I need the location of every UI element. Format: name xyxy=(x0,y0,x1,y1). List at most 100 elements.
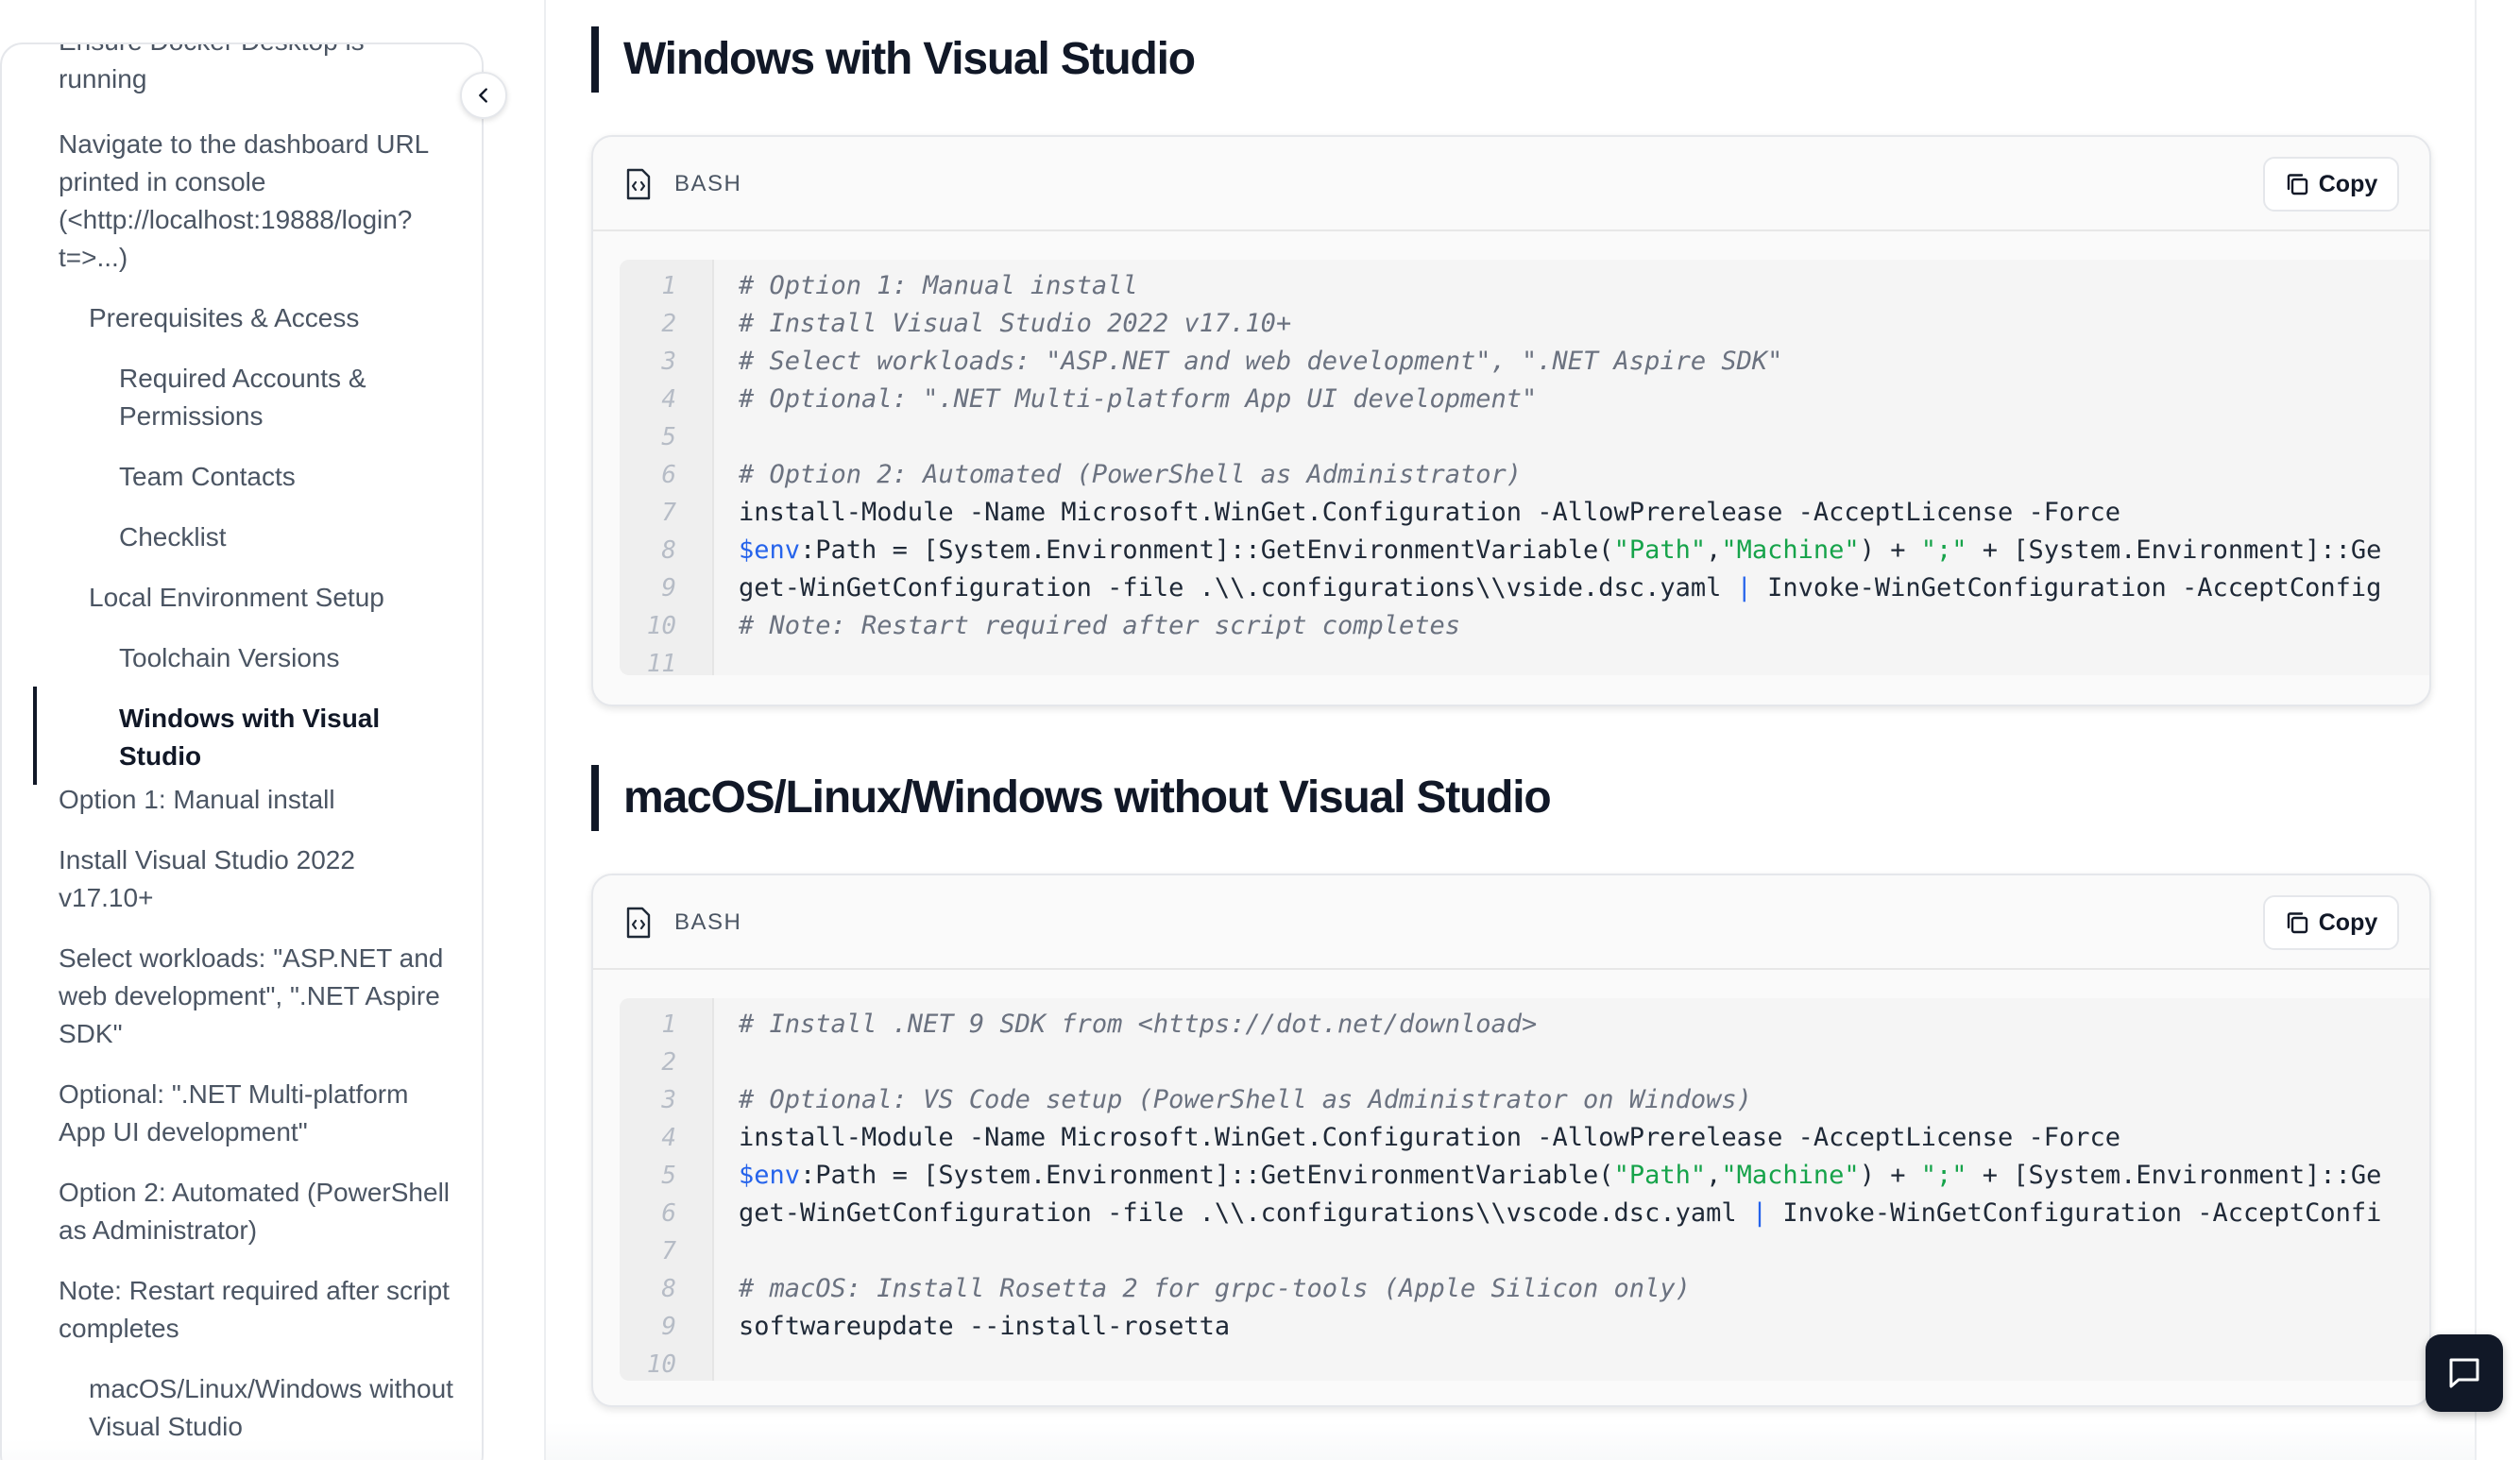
code-line: 1 # Install .NET 9 SDK from <https://dot.… xyxy=(620,1006,2429,1044)
line-number: 10 xyxy=(646,1350,676,1379)
toc-item[interactable]: Optional: ".NET Multi-platform App UI de… xyxy=(59,1079,409,1146)
code-block-macos-linux: BASH Copy 1 # Install .NET 9 SDK from <ht… xyxy=(591,874,2431,1407)
code-line: 1# Option 1: Manual install xyxy=(620,267,2429,305)
code-text: # Option 2: Automated (PowerShell as Adm… xyxy=(739,460,1523,489)
code-line: 7 install-Module -Name Microsoft.WinGet.C… xyxy=(620,494,2429,532)
toc-item[interactable]: Prerequisites & Access xyxy=(89,303,360,332)
code-text: install-Module -Name Microsoft.WinGet.Co… xyxy=(739,498,2120,527)
line-number: 6 xyxy=(661,461,676,489)
content-bottom-fade xyxy=(546,1422,2475,1460)
code-line: 8 # macOS: Install Rosetta 2 for grpc-too… xyxy=(620,1270,2429,1308)
code-text: install-Module -Name Microsoft.WinGet.Co… xyxy=(739,1123,2120,1152)
code-line: 2 xyxy=(620,1044,2429,1081)
code-text: softwareupdate --install-rosetta xyxy=(739,1312,1231,1341)
line-number-gutter xyxy=(620,260,714,675)
copy-button[interactable]: Copy xyxy=(2263,157,2399,212)
code-line: 5 $env:Path = [System.Environment]::GetEn… xyxy=(620,1157,2429,1195)
toc-item[interactable]: Windows with Visual Studio xyxy=(119,704,381,771)
sidebar-divider xyxy=(544,0,546,1460)
code-line: 4 install-Module -Name Microsoft.WinGet.C… xyxy=(620,1119,2429,1157)
code-line: 7 xyxy=(620,1232,2429,1270)
toc-item[interactable]: Note: Restart required after script comp… xyxy=(59,1276,450,1343)
code-text: get-WinGetConfiguration -file .\\.config… xyxy=(739,573,2382,603)
file-code-icon xyxy=(626,907,651,939)
language-label: BASH xyxy=(674,909,742,935)
line-number: 2 xyxy=(661,1048,676,1077)
toc-item[interactable]: Install Visual Studio 2022 v17.10+ xyxy=(59,845,355,912)
code-line: 9 softwareupdate --install-rosetta xyxy=(620,1308,2429,1346)
code-text: # Install Visual Studio 2022 v17.10+ xyxy=(739,309,1292,338)
file-code-icon xyxy=(626,168,651,200)
toc-item[interactable]: Toolchain Versions xyxy=(119,643,340,672)
line-number: 5 xyxy=(661,423,676,451)
code-text: $env:Path = [System.Environment]::GetEnv… xyxy=(739,1161,2382,1190)
active-indicator xyxy=(33,687,37,785)
toc-item[interactable]: Local Environment Setup xyxy=(89,583,384,612)
code-line: 11 xyxy=(620,645,2429,675)
code-text: # Select workloads: "ASP.NET and web dev… xyxy=(739,347,1783,376)
code-line: 4 # Optional: ".NET Multi-platform App UI… xyxy=(620,381,2429,418)
line-number: 10 xyxy=(646,612,676,640)
code-line: 6 get-WinGetConfiguration -file .\\.confi… xyxy=(620,1195,2429,1232)
line-number: 8 xyxy=(661,536,676,565)
toc-item[interactable]: Checklist xyxy=(119,522,227,552)
code-line: 10 xyxy=(620,1346,2429,1381)
line-number: 3 xyxy=(661,348,676,376)
line-number: 9 xyxy=(661,1313,676,1341)
collapse-sidebar-button[interactable] xyxy=(460,72,507,119)
section-title-windows: Windows with Visual Studio xyxy=(591,26,1196,93)
toc-item[interactable]: Option 1: Manual install xyxy=(59,785,335,814)
code-line: 3 # Select workloads: "ASP.NET and web de… xyxy=(620,343,2429,381)
copy-label: Copy xyxy=(2318,170,2378,197)
sidebar-fade xyxy=(2,1438,482,1460)
line-number-gutter xyxy=(620,998,714,1381)
copy-icon xyxy=(2287,174,2307,195)
chevron-left-icon xyxy=(479,88,487,103)
code-line: 10 # Note: Restart required after script … xyxy=(620,607,2429,645)
code-line: 8 $env:Path = [System.Environment]::GetEn… xyxy=(620,532,2429,569)
toc-item[interactable]: Option 2: Automated (PowerShell as Admin… xyxy=(59,1178,451,1245)
copy-icon xyxy=(2287,912,2307,934)
code-text: $env:Path = [System.Environment]::GetEnv… xyxy=(739,535,2382,565)
code-text: get-WinGetConfiguration -file .\\.config… xyxy=(739,1198,2382,1228)
line-number: 6 xyxy=(661,1199,676,1228)
line-number: 1 xyxy=(661,1010,676,1039)
code-line: 3 # Optional: VS Code setup (PowerShell a… xyxy=(620,1081,2429,1119)
code-text: # macOS: Install Rosetta 2 for grpc-tool… xyxy=(739,1274,1691,1303)
code-line: 5 xyxy=(620,418,2429,456)
copy-label: Copy xyxy=(2318,908,2378,936)
line-number: 4 xyxy=(661,385,676,414)
copy-button[interactable]: Copy xyxy=(2263,895,2399,950)
content-right-border xyxy=(2475,0,2477,1460)
toc-item[interactable]: macOS/Linux/Windows without Visual Studi… xyxy=(89,1374,453,1441)
line-number: 11 xyxy=(646,650,676,675)
chat-button[interactable] xyxy=(2426,1334,2503,1412)
line-number: 1 xyxy=(661,272,676,300)
line-number: 7 xyxy=(661,1237,676,1265)
toc-item[interactable]: Select workloads: "ASP.NET and web devel… xyxy=(59,943,444,1048)
line-number: 5 xyxy=(661,1162,676,1190)
line-number: 4 xyxy=(661,1124,676,1152)
code-text: # Optional: ".NET Multi-platform App UI … xyxy=(739,384,1538,414)
code-line: 9 get-WinGetConfiguration -file .\\.confi… xyxy=(620,569,2429,607)
code-text: # Note: Restart required after script co… xyxy=(739,611,1461,640)
code-line: 6 # Option 2: Automated (PowerShell as Ad… xyxy=(620,456,2429,494)
toc-item[interactable]: Ensure Docker Desktop is running xyxy=(59,44,365,93)
code-line: 2# Install Visual Studio 2022 v17.10+ xyxy=(620,305,2429,343)
code-text: # Install .NET 9 SDK from <https://dot.n… xyxy=(739,1010,1538,1039)
chat-icon xyxy=(2449,1358,2479,1388)
toc-item[interactable]: Team Contacts xyxy=(119,462,296,491)
code-content[interactable]: 1 # Install .NET 9 SDK from <https://dot.… xyxy=(620,998,2429,1381)
line-number: 9 xyxy=(661,574,676,603)
language-label: BASH xyxy=(674,171,742,196)
sidebar-toc: Ensure Docker Desktop is runningNavigate… xyxy=(0,42,484,1460)
code-block-header: BASH Copy xyxy=(593,137,2429,231)
line-number: 3 xyxy=(661,1086,676,1114)
code-text: # Optional: VS Code setup (PowerShell as… xyxy=(739,1085,1752,1114)
line-number: 7 xyxy=(661,499,676,527)
toc-item[interactable]: Required Accounts & Permissions xyxy=(119,364,366,431)
line-number: 8 xyxy=(661,1275,676,1303)
toc-item[interactable]: Navigate to the dashboard URL printed in… xyxy=(59,129,429,272)
